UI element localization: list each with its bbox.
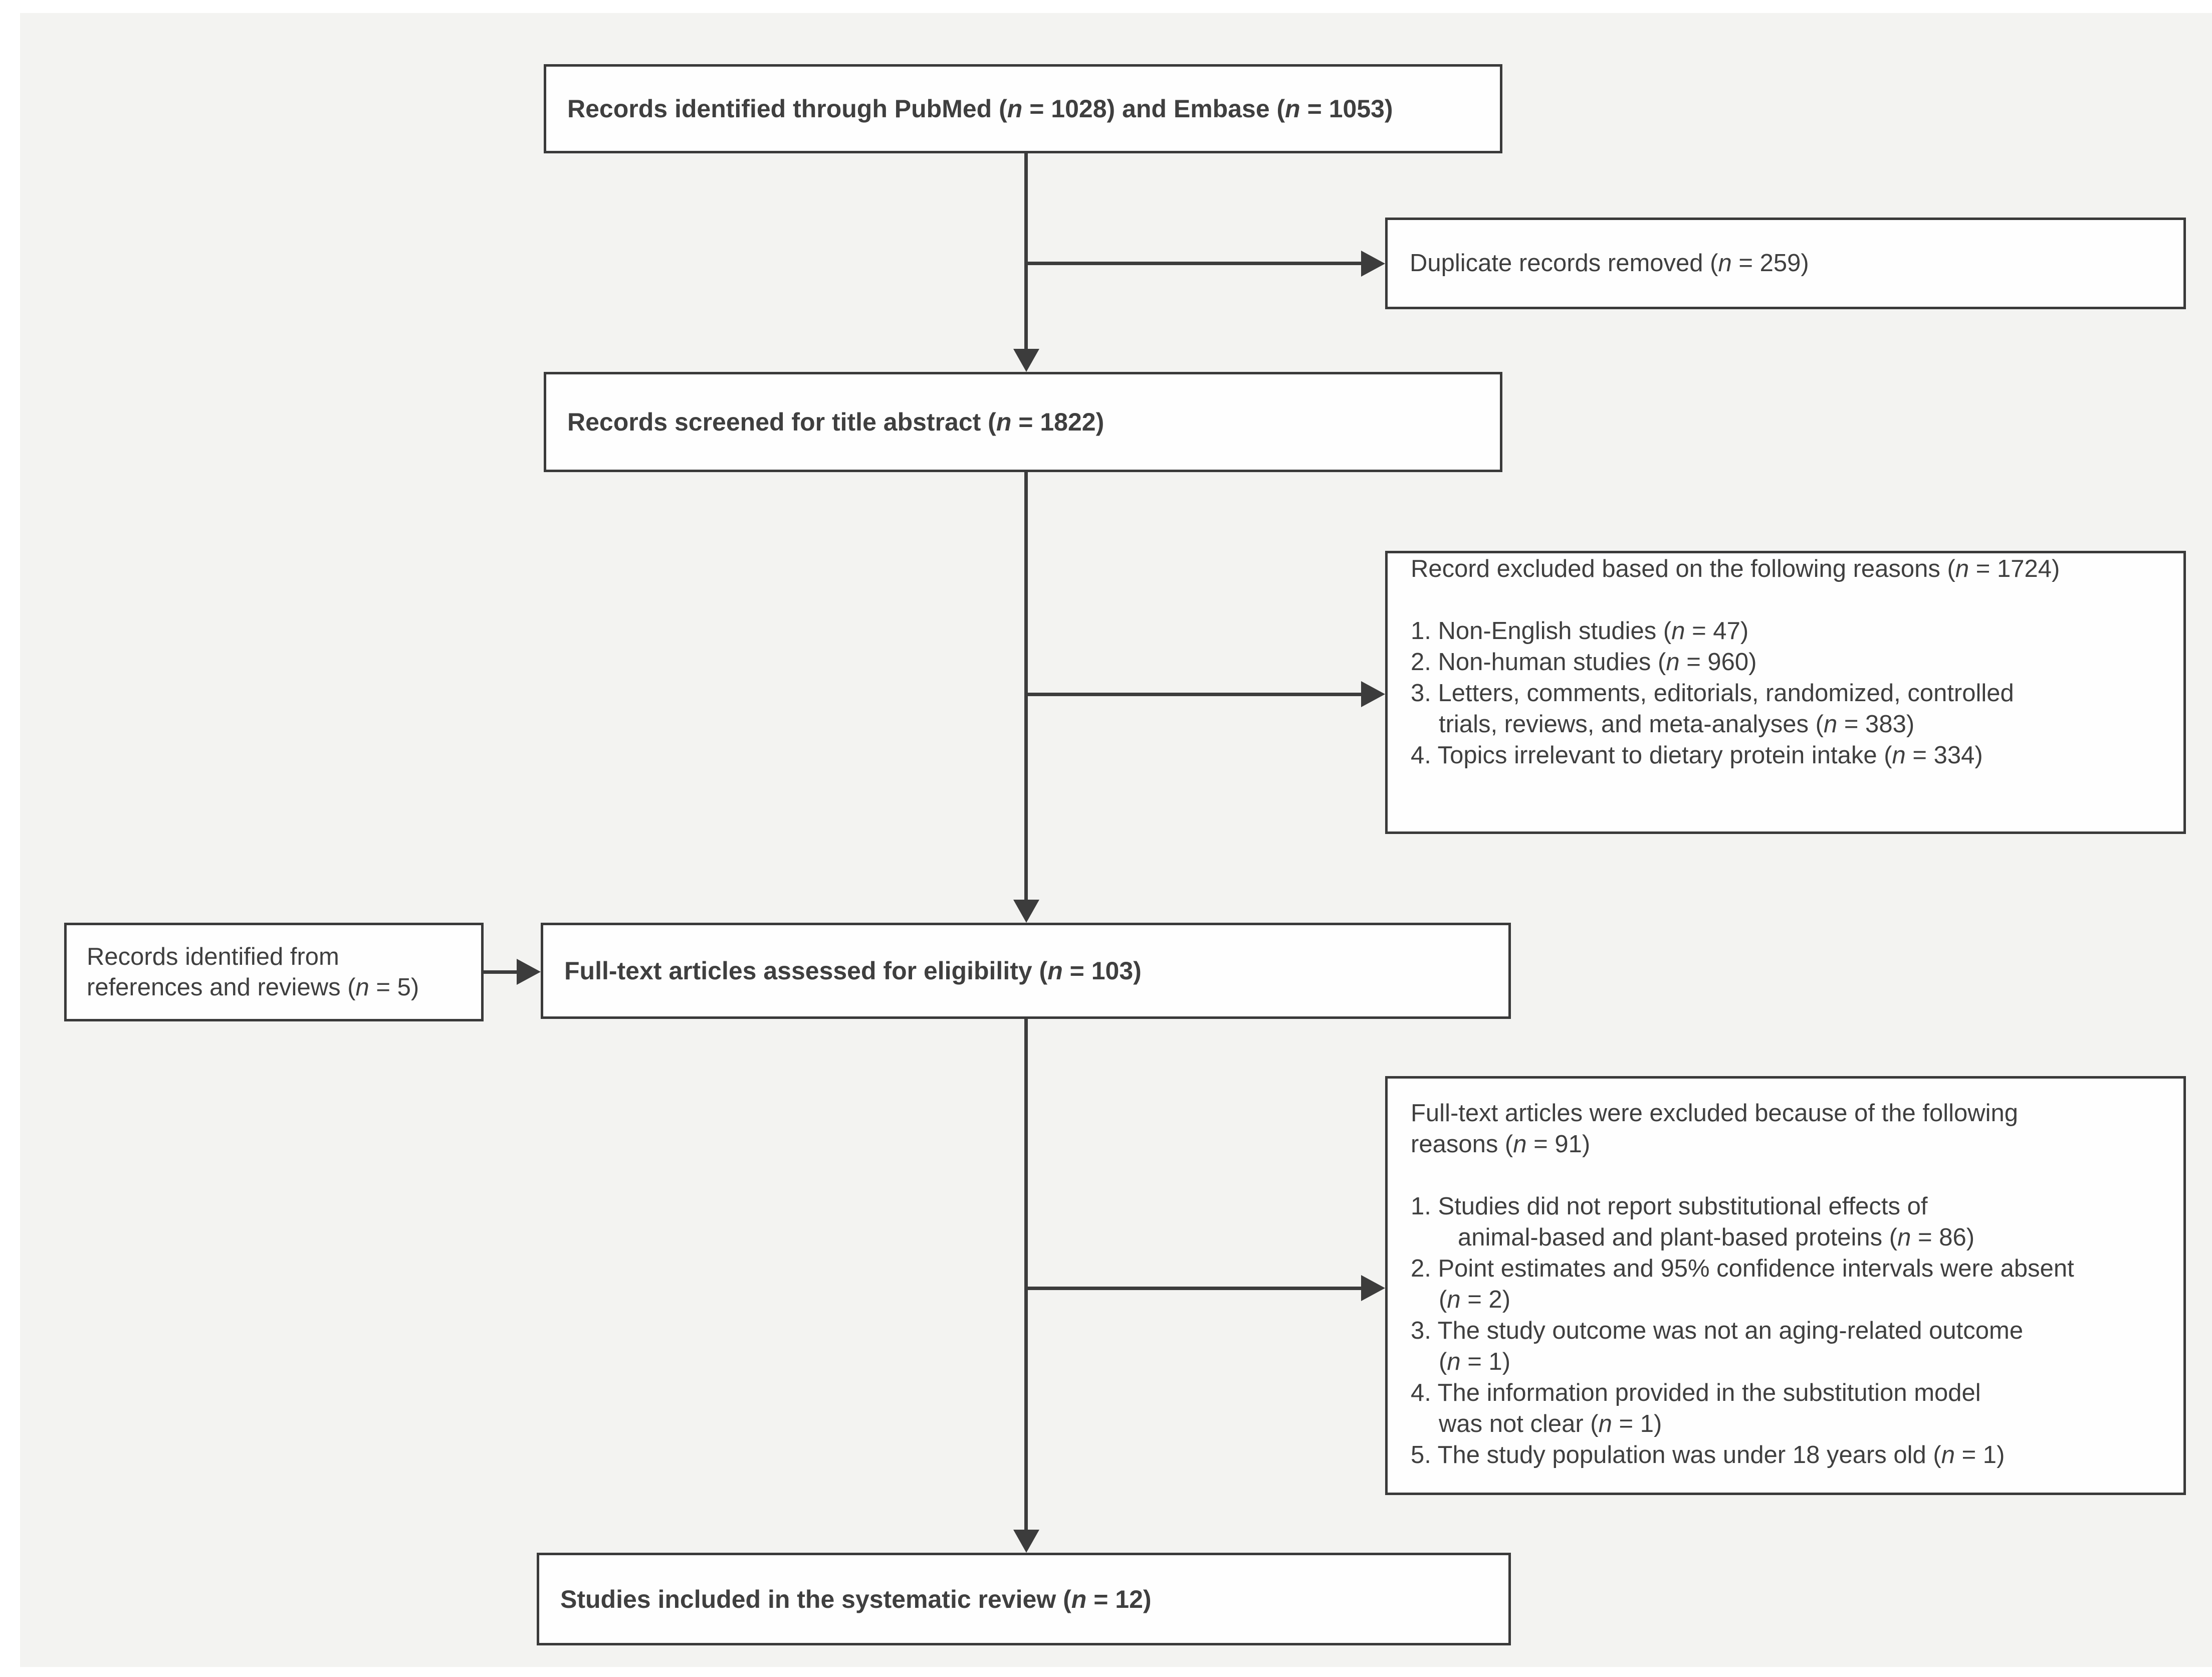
connector-branch-screening-exclusions: [1026, 693, 1361, 696]
exclusion-reason: 3. The study outcome was not an aging-re…: [1411, 1317, 2024, 1344]
connector-references-fulltext: [483, 970, 517, 974]
spacer: [1411, 1160, 2165, 1191]
duplicates-removed-text: Duplicate records removed (n = 259): [1410, 250, 1809, 277]
fulltext-exclusions-header-line1: Full-text articles were excluded because…: [1411, 1100, 2019, 1127]
exclusion-reason-continued: (n = 1): [1439, 1348, 1511, 1375]
arrowhead-right-screening-exclusions: [1361, 681, 1385, 707]
records-identified-text: Records identified through PubMed (n = 1…: [567, 95, 1393, 123]
exclusion-reason: 2. Point estimates and 95% confidence in…: [1411, 1255, 2074, 1282]
exclusion-reason: 4. Topics irrelevant to dietary protein …: [1411, 742, 1983, 769]
connector-screened-fulltext: [1024, 472, 1028, 900]
exclusion-reason-continued: was not clear (n = 1): [1439, 1410, 1662, 1437]
fulltext-assessed-text: Full-text articles assessed for eligibil…: [564, 957, 1142, 985]
exclusion-reason-continued: animal-based and plant-based proteins (n…: [1458, 1224, 1975, 1251]
screening-exclusions-content: Record excluded based on the following r…: [1388, 553, 2183, 771]
box-records-from-references: Records identified from references and r…: [64, 923, 484, 1021]
connector-branch-fulltext-exclusions: [1026, 1287, 1361, 1290]
spacer: [1411, 584, 2165, 615]
studies-included-text: Studies included in the systematic revie…: [560, 1585, 1152, 1613]
references-line1: Records identified from: [87, 943, 339, 970]
exclusion-reason: 1. Studies did not report substitutional…: [1411, 1193, 1928, 1220]
fulltext-exclusions-header-line2: reasons (n = 91): [1411, 1131, 1591, 1158]
box-studies-included: Studies included in the systematic revie…: [537, 1553, 1511, 1645]
box-screening-exclusions: Record excluded based on the following r…: [1385, 551, 2186, 834]
box-fulltext-assessed: Full-text articles assessed for eligibil…: [541, 923, 1511, 1019]
arrowhead-right-duplicates: [1361, 251, 1385, 277]
box-fulltext-exclusions: Full-text articles were excluded because…: [1385, 1076, 2186, 1495]
records-from-references-text: Records identified from references and r…: [67, 942, 481, 1003]
connector-fulltext-included: [1024, 1019, 1028, 1530]
exclusion-reason: 1. Non-English studies (n = 47): [1411, 617, 1749, 645]
arrowhead-right-references: [517, 959, 541, 985]
arrowhead-down-included: [1013, 1530, 1039, 1553]
records-screened-text: Records screened for title abstract (n =…: [567, 408, 1104, 436]
box-records-screened: Records screened for title abstract (n =…: [544, 372, 1502, 472]
exclusion-reason: 3. Letters, comments, editorials, random…: [1411, 680, 2014, 707]
arrowhead-down-screened: [1013, 349, 1039, 372]
exclusion-reason: 4. The information provided in the subst…: [1411, 1379, 1981, 1406]
references-line2: references and reviews (n = 5): [87, 973, 419, 1001]
box-duplicates-removed: Duplicate records removed (n = 259): [1385, 218, 2186, 309]
box-records-identified: Records identified through PubMed (n = 1…: [544, 64, 1502, 153]
connector-identified-screened: [1024, 153, 1028, 351]
fulltext-exclusions-content: Full-text articles were excluded because…: [1388, 1098, 2183, 1471]
exclusion-reason: 5. The study population was under 18 yea…: [1411, 1441, 2005, 1469]
exclusion-reason-continued: (n = 2): [1439, 1286, 1511, 1313]
arrowhead-down-fulltext: [1013, 900, 1039, 923]
connector-branch-duplicates: [1026, 262, 1361, 265]
exclusion-reason: 2. Non-human studies (n = 960): [1411, 649, 1757, 676]
exclusion-reason-continued: trials, reviews, and meta-analyses (n = …: [1439, 711, 1915, 738]
screening-exclusions-header: Record excluded based on the following r…: [1411, 555, 2060, 582]
arrowhead-right-fulltext-exclusions: [1361, 1275, 1385, 1301]
